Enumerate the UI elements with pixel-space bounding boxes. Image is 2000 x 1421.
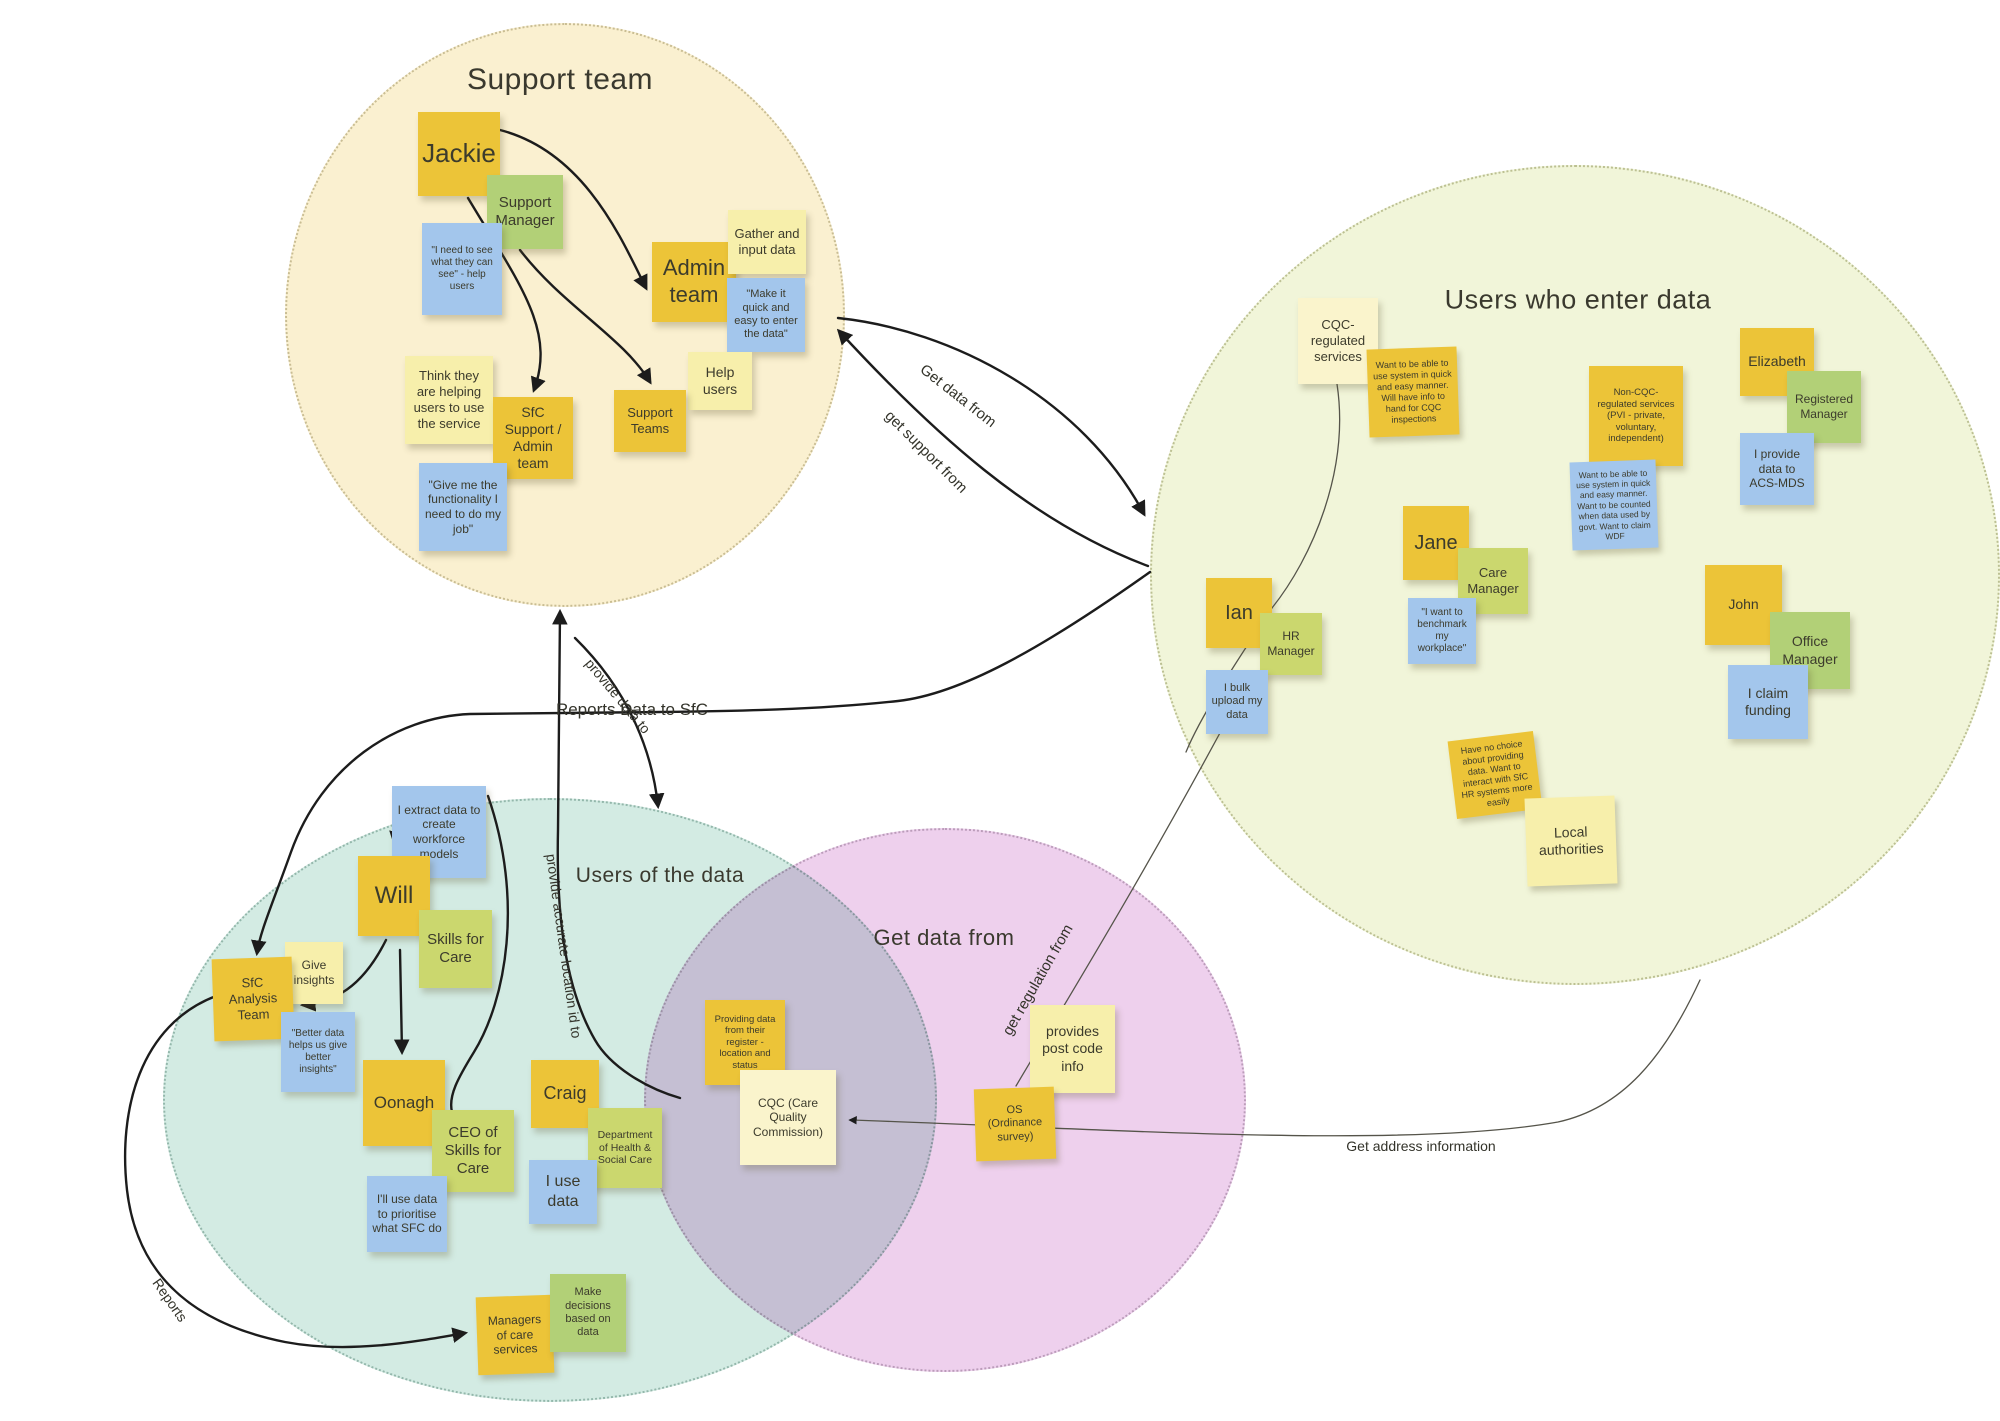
sticky-note-registered-manager[interactable]: Registered Manager [1787,371,1861,443]
sticky-note-non-cqc-regulated[interactable]: Non-CQC-regulated services (PVI - privat… [1589,366,1683,466]
sticky-note-think-they-are-helping[interactable]: Think they are helping users to use the … [405,356,493,444]
connector-label-get-address-information-label: Get address information [1346,1138,1496,1154]
sticky-note-help-users[interactable]: Help users [688,352,752,410]
connector-label-reports-data-to-sfc-label: Reports Data to SfC [555,700,709,719]
sticky-note-give-insights[interactable]: Give insights [285,942,343,1004]
sticky-note-prioritise-sfc[interactable]: I'll use data to prioritise what SFC do [367,1176,447,1252]
sticky-note-dept-health-social-care[interactable]: Department of Health & Social Care [588,1108,662,1188]
sticky-note-claim-funding[interactable]: I claim funding [1728,665,1808,739]
sticky-note-better-data[interactable]: "Better data helps us give better insigh… [281,1012,355,1092]
connector-label-reports-label: Reports [149,1275,191,1325]
connector-label-provide-data-to-label: provide data to [582,655,654,737]
sticky-note-make-decisions[interactable]: Make decisions based on data [550,1274,626,1352]
sticky-note-local-authorities[interactable]: Local authorities [1524,795,1618,887]
sticky-note-support-teams[interactable]: Support Teams [614,390,686,452]
group-title-users-who-enter-data: Users who enter data [1444,284,1712,315]
group-title-support-team: Support team [466,63,654,96]
sticky-note-give-me-functionality[interactable]: "Give me the functionality I need to do … [419,463,507,551]
sticky-note-bulk-upload[interactable]: I bulk upload my data [1206,670,1268,734]
sticky-note-gather-and-input-data[interactable]: Gather and input data [728,210,806,274]
connector-label-get-support-from-label: get support from [881,407,971,497]
sticky-note-hr-manager[interactable]: HR Manager [1260,613,1322,675]
sticky-note-provide-data-acs-mds[interactable]: I provide data to ACS-MDS [1740,433,1814,505]
sticky-note-jackie[interactable]: Jackie [418,112,500,196]
sticky-note-os-ordinance-survey[interactable]: OS (Ordinance survey) [973,1086,1057,1162]
sticky-note-want-quick-cqc[interactable]: Want to be able to use system in quick a… [1366,346,1460,438]
group-title-get-data-from: Get data from [873,925,1015,950]
sticky-note-i-use-data[interactable]: I use data [529,1160,597,1224]
group-title-users-of-the-data: Users of the data [575,864,745,887]
sticky-note-need-to-see[interactable]: "I need to see what they can see" - help… [422,223,502,315]
sticky-note-make-it-quick[interactable]: "Make it quick and easy to enter the dat… [727,278,805,352]
sticky-note-skills-for-care[interactable]: Skills for Care [419,910,492,988]
sticky-note-benchmark-workplace[interactable]: "I want to benchmark my workplace" [1408,598,1476,664]
sticky-note-provides-post-code[interactable]: provides post code info [1030,1005,1115,1093]
sticky-note-cqc-regulated-services[interactable]: CQC-regulated services [1298,298,1378,384]
sticky-note-cqc-commission[interactable]: CQC (Care Quality Commission) [740,1070,836,1165]
connector-label-get-data-from-label: Get data from [916,361,1000,431]
sticky-note-john[interactable]: John [1705,565,1782,645]
sticky-note-want-to-be-counted[interactable]: Want to be able to use system in quick a… [1569,459,1659,551]
sticky-note-admin-team[interactable]: Admin team [652,242,736,322]
sticky-note-managers-of-care-services[interactable]: Managers of care services [475,1294,555,1376]
